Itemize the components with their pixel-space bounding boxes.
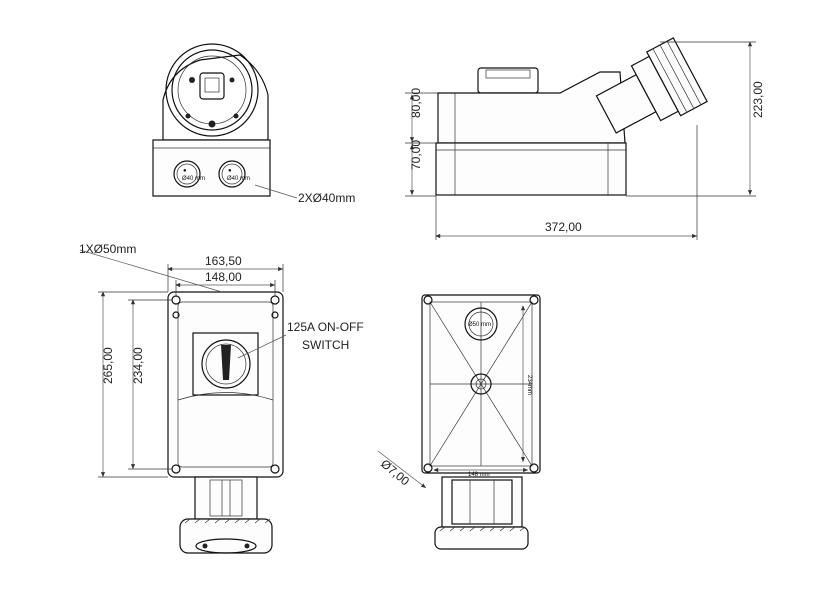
switch-label-line2: SWITCH — [302, 338, 349, 352]
side-total-height: 223,00 — [751, 81, 765, 118]
svg-text:●: ● — [183, 168, 187, 174]
back-hole-diameter: Ø7,00 — [378, 457, 412, 489]
side-height-upper: 80,00 — [409, 88, 423, 118]
side-height-lower: 70,00 — [409, 140, 423, 170]
top-view: ● ● Ø40 mm Ø40 mm — [152, 43, 298, 199]
front-inner-height: 234,00 — [131, 347, 145, 384]
front-outer-height: 265,00 — [101, 347, 115, 384]
side-view — [405, 37, 756, 240]
front-outer-width: 163,50 — [205, 254, 242, 268]
back-view: Ø50 mm — [377, 294, 541, 550]
svg-text:●: ● — [228, 168, 232, 174]
switch-label-line1: 125A ON-OFF — [287, 320, 364, 334]
top-inner-label-right: Ø40 mm — [227, 176, 250, 182]
back-inner-height: 234mm — [526, 375, 532, 395]
top-inner-label-left: Ø40 mm — [182, 176, 205, 182]
front-view — [79, 249, 287, 554]
top-pipe-label: 2XØ40mm — [298, 191, 355, 205]
back-pipe-label: Ø50 mm — [468, 322, 491, 328]
front-pipe-label: 1XØ50mm — [79, 242, 136, 256]
back-inner-width: 148 mm — [468, 472, 490, 478]
front-inner-width: 148,00 — [205, 270, 242, 284]
side-length: 372,00 — [545, 220, 582, 234]
